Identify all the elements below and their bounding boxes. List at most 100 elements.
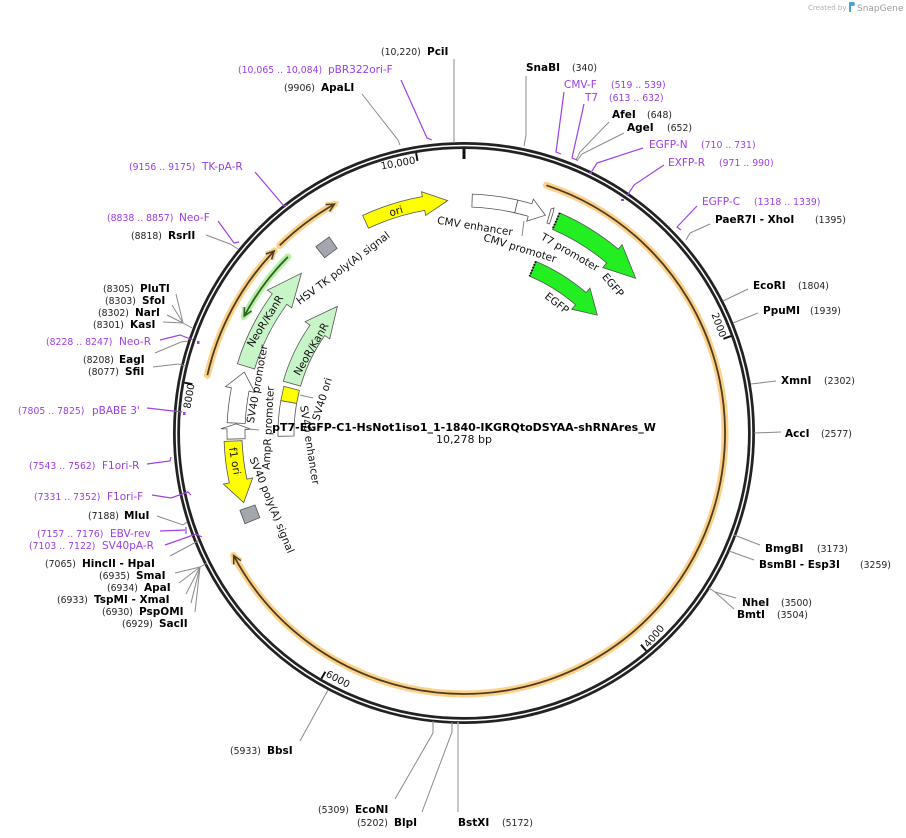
primer-range: (9156 .. 9175) — [129, 162, 195, 173]
enzyme-position: (340) — [572, 63, 597, 74]
enzyme-site-afei: AfeI (648) — [575, 109, 672, 161]
primer-leader — [571, 103, 585, 161]
primer-name: EBV-rev — [110, 528, 151, 540]
enzyme-site-pluti: (8305) PluTI — [103, 283, 184, 324]
primer-site-t7: T7 (613 .. 632) — [571, 92, 664, 161]
leader-line — [185, 566, 201, 595]
enzyme-name: SnaBI — [526, 62, 560, 74]
enzyme-site-hincii-hpai: (7065) HincII - HpaI — [45, 540, 199, 570]
feature-cmv-enhancer: CMV enhancer — [436, 193, 519, 239]
primer-name: pBR322ori-F — [328, 64, 393, 76]
enzyme-name: ApaI — [144, 582, 171, 594]
enzyme-name: BstXI — [458, 817, 489, 829]
ori-arrow — [362, 191, 449, 229]
leader-line — [714, 591, 735, 610]
feature-ori: ori — [362, 191, 449, 229]
f1-ori-label: f1 ori — [226, 447, 243, 476]
primer-name: Neo-R — [119, 336, 151, 348]
leader-line — [171, 304, 184, 324]
enzyme-position: (3500) — [781, 598, 812, 609]
primer-leader — [676, 205, 698, 231]
leader-line — [299, 689, 329, 742]
primer-range: (7157 .. 7176) — [37, 529, 103, 540]
neor-kanr-arrow — [282, 305, 338, 387]
feature-neor-kanr-inner: NeoR/KanR — [282, 305, 338, 387]
snapgene-logo-icon — [849, 2, 855, 12]
enzyme-name: PaeR7I - XhoI — [715, 214, 794, 226]
enzyme-name: AgeI — [627, 122, 654, 134]
feature-hsv-tk-polya: HSV TK poly(A) signal — [294, 230, 392, 308]
enzyme-position: (6930) — [102, 607, 133, 618]
primer-range: (710 .. 731) — [701, 140, 756, 151]
orf-arc-left-a — [203, 246, 279, 379]
feature-ampr-promoter: AmpR promoter — [220, 385, 277, 470]
leader-line — [178, 566, 201, 584]
sv40-polya-box — [239, 504, 261, 525]
leader-line — [732, 312, 759, 324]
enzyme-position: (7065) — [45, 559, 76, 570]
primer-range: (7331 .. 7352) — [34, 492, 100, 503]
primer-mark — [589, 172, 592, 174]
tick-10000 — [415, 152, 419, 162]
leader-line — [750, 380, 777, 385]
enzyme-site-ecori: EcoRI (1804) — [722, 280, 829, 302]
egfp-arrow — [551, 212, 637, 280]
primer-name: Neo-F — [179, 212, 210, 224]
primer-name: EXFP-R — [668, 157, 705, 169]
enzyme-site-rsrii: (8818) RsrII — [131, 230, 239, 250]
leader-line — [708, 587, 737, 599]
enzyme-position: (8301) — [93, 320, 124, 331]
leader-line — [154, 340, 189, 354]
tick-8000 — [184, 381, 193, 386]
ampr-promoter-leader — [248, 428, 260, 431]
primer-leader — [591, 147, 644, 172]
tick-6000 — [320, 671, 327, 680]
orf-line — [232, 184, 726, 695]
enzyme-name: AccI — [785, 428, 809, 440]
leader-line — [576, 132, 625, 162]
primer-range: (7543 .. 7562) — [29, 461, 95, 472]
enzyme-position: (8818) — [131, 231, 162, 242]
leader-line — [753, 431, 782, 434]
primer-site-sv40pa-r: (7103 .. 7122) SV40pA-R — [29, 533, 203, 552]
feature-f1-ori: f1 ori — [222, 440, 254, 504]
egfp-start-edge — [528, 261, 537, 277]
cmv-enhancer-label: CMV enhancer — [436, 215, 514, 239]
leader-line — [174, 566, 201, 574]
ampr-promoter-label: AmpR promoter — [260, 385, 276, 470]
enzyme-position: (2302) — [824, 376, 855, 387]
enzyme-site-sfoi: (8303) SfoI — [105, 295, 184, 324]
enzyme-position: (6934) — [107, 583, 138, 594]
primer-site-cmv-f: CMV-F (519 .. 539) — [555, 79, 666, 155]
enzyme-site-xmni: XmnI (2302) — [750, 375, 855, 387]
enzyme-position: (1939) — [810, 306, 841, 317]
leader-line — [190, 566, 201, 604]
enzyme-name: PpuMI — [763, 305, 800, 317]
orf-arrowhead-icon — [325, 203, 336, 212]
primer-leader — [254, 171, 289, 207]
enzyme-site-sacii: (6929) SacII — [122, 566, 201, 630]
enzyme-position: (648) — [647, 110, 672, 121]
enzyme-site-smai: (6935) SmaI — [99, 566, 201, 582]
primer-range: (613 .. 632) — [609, 93, 664, 104]
egfp-label: EGFP — [599, 271, 626, 300]
primer-leader — [151, 491, 192, 499]
cmv-promoter-arrow — [514, 198, 547, 222]
leader-line — [205, 234, 239, 250]
watermark-prefix: Created by — [808, 4, 847, 12]
enzyme-position: (6929) — [122, 619, 153, 630]
leader-line — [162, 321, 184, 324]
plasmid-title: pT7-EGFP-C1-HsNot1iso1_1-1840-IKGRQtoDSY… — [272, 421, 656, 446]
sv40-enhancer-box — [277, 400, 298, 437]
ori-label: ori — [388, 204, 405, 219]
enzyme-name: EcoRI — [753, 280, 786, 292]
enzyme-name: EagI — [119, 354, 145, 366]
leader-line — [361, 93, 401, 146]
leader-line — [394, 721, 434, 800]
egfp-arrow — [529, 260, 598, 316]
enzyme-name: NheI — [742, 597, 769, 609]
enzyme-position: (5202) — [357, 818, 388, 829]
primer-site-pbr322ori-f: (10,065 .. 10,084) pBR322ori-F — [238, 64, 433, 141]
leader-line — [194, 566, 201, 613]
enzyme-name: XmnI — [781, 375, 811, 387]
